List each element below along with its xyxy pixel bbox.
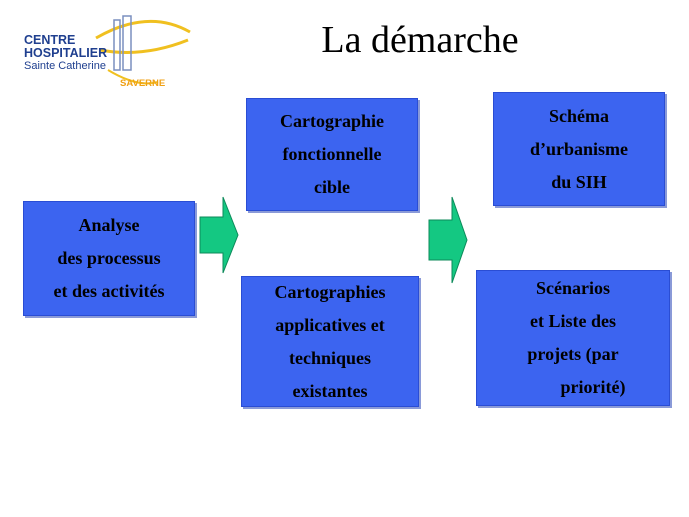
box-analyse: Analyse des processus et des activités <box>23 201 195 316</box>
box-analyse-line: et des activités <box>53 281 165 301</box>
logo-graphic <box>95 15 191 85</box>
box-cartographies-existantes-line: applicatives et <box>275 314 385 335</box>
arrow-right-icon <box>428 196 468 284</box>
box-schema-line: Schéma <box>548 105 609 126</box>
box-scenarios-line: projets (par <box>527 344 619 364</box>
page-title: La démarche <box>321 19 519 61</box>
box-cartographie-cible-line: cible <box>313 177 350 197</box>
box-cartographies-existantes-line: Cartographies <box>274 281 386 302</box>
logo-line-centre: CENTRE <box>24 33 76 47</box>
hospital-logo: CENTRE HOSPITALIER Sainte Catherine SAVE… <box>8 10 198 90</box>
box-cartographie-cible-line: Cartographie <box>280 111 384 131</box>
box-scenarios-line: Scénarios <box>536 278 610 298</box>
logo-line-sainte-catherine: Sainte Catherine <box>24 60 106 72</box>
box-schema-line: du SIH <box>551 171 607 192</box>
logo-line-saverne: SAVERNE <box>120 78 166 89</box>
box-analyse-line: des processus <box>57 248 161 268</box>
box-scenarios-line: priorité) <box>560 377 626 397</box>
box-cartographies-existantes: Cartographies applicatives et techniques… <box>241 276 419 407</box>
box-analyse-line: Analyse <box>78 215 140 235</box>
box-schema-urbanisme: Schéma d’urbanisme du SIH <box>493 92 665 206</box>
box-cartographies-existantes-line: techniques <box>288 347 371 368</box>
box-cartographie-cible-line: fonctionnelle <box>282 144 382 164</box>
arrow-right-icon <box>199 196 239 274</box>
box-schema-line: d’urbanisme <box>529 138 628 159</box>
logo-line-hospitalier: HOSPITALIER <box>24 46 108 60</box>
box-scenarios-line: et Liste des <box>530 311 616 331</box>
box-scenarios: Scénarios et Liste des projets (par prio… <box>476 270 670 406</box>
box-cartographie-cible: Cartographie fonctionnelle cible <box>246 98 418 211</box>
box-cartographies-existantes-line: existantes <box>292 380 368 401</box>
